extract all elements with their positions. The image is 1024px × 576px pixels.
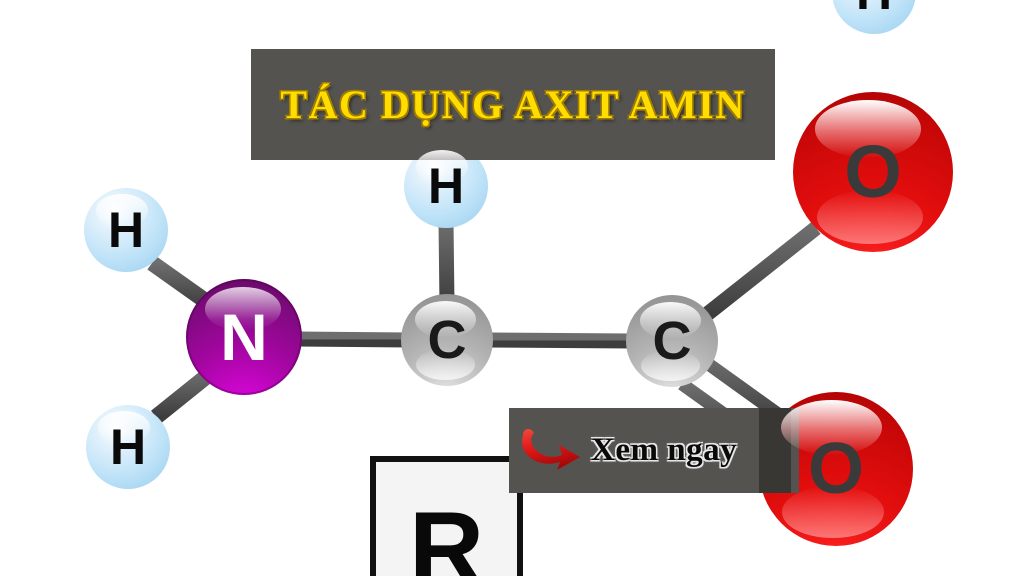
atom-label-h: H [107,202,145,258]
atom-label-c: C [427,310,467,370]
title-banner: TÁC DỤNG AXIT AMIN [251,49,775,160]
atom-label-c: C [652,311,692,371]
atom-c-alpha: C [401,294,493,386]
atom-label-h: H [856,0,892,17]
curved-right-arrow-icon [522,428,580,470]
atom-h-hydroxyl: H [832,0,916,34]
atom-label-o: O [844,130,902,213]
atom-label-h: H [109,419,147,475]
bond-h-n-lower [150,365,218,424]
atom-label-h: H [427,158,465,214]
atom-h-bottom-left: H [86,405,170,489]
atom-o-hydroxyl: O [793,92,953,252]
atom-c-carboxyl: C [626,295,718,387]
bond-n-c [294,331,413,348]
cta-label: Xem ngay [591,432,738,468]
cta-banner[interactable]: Xem ngay [509,408,799,493]
page-title: TÁC DỤNG AXIT AMIN [280,82,746,127]
bond-h-c-alpha [438,221,455,306]
r-group-box: R [370,456,523,576]
bond-c-o-single [701,222,821,321]
atom-h-top-left: H [84,188,168,272]
r-group-label: R [408,491,485,576]
atom-n-amine: N [186,279,302,395]
bond-c-c [487,332,633,349]
atom-label-n: N [220,300,268,374]
atom-label-o: O [807,429,864,509]
